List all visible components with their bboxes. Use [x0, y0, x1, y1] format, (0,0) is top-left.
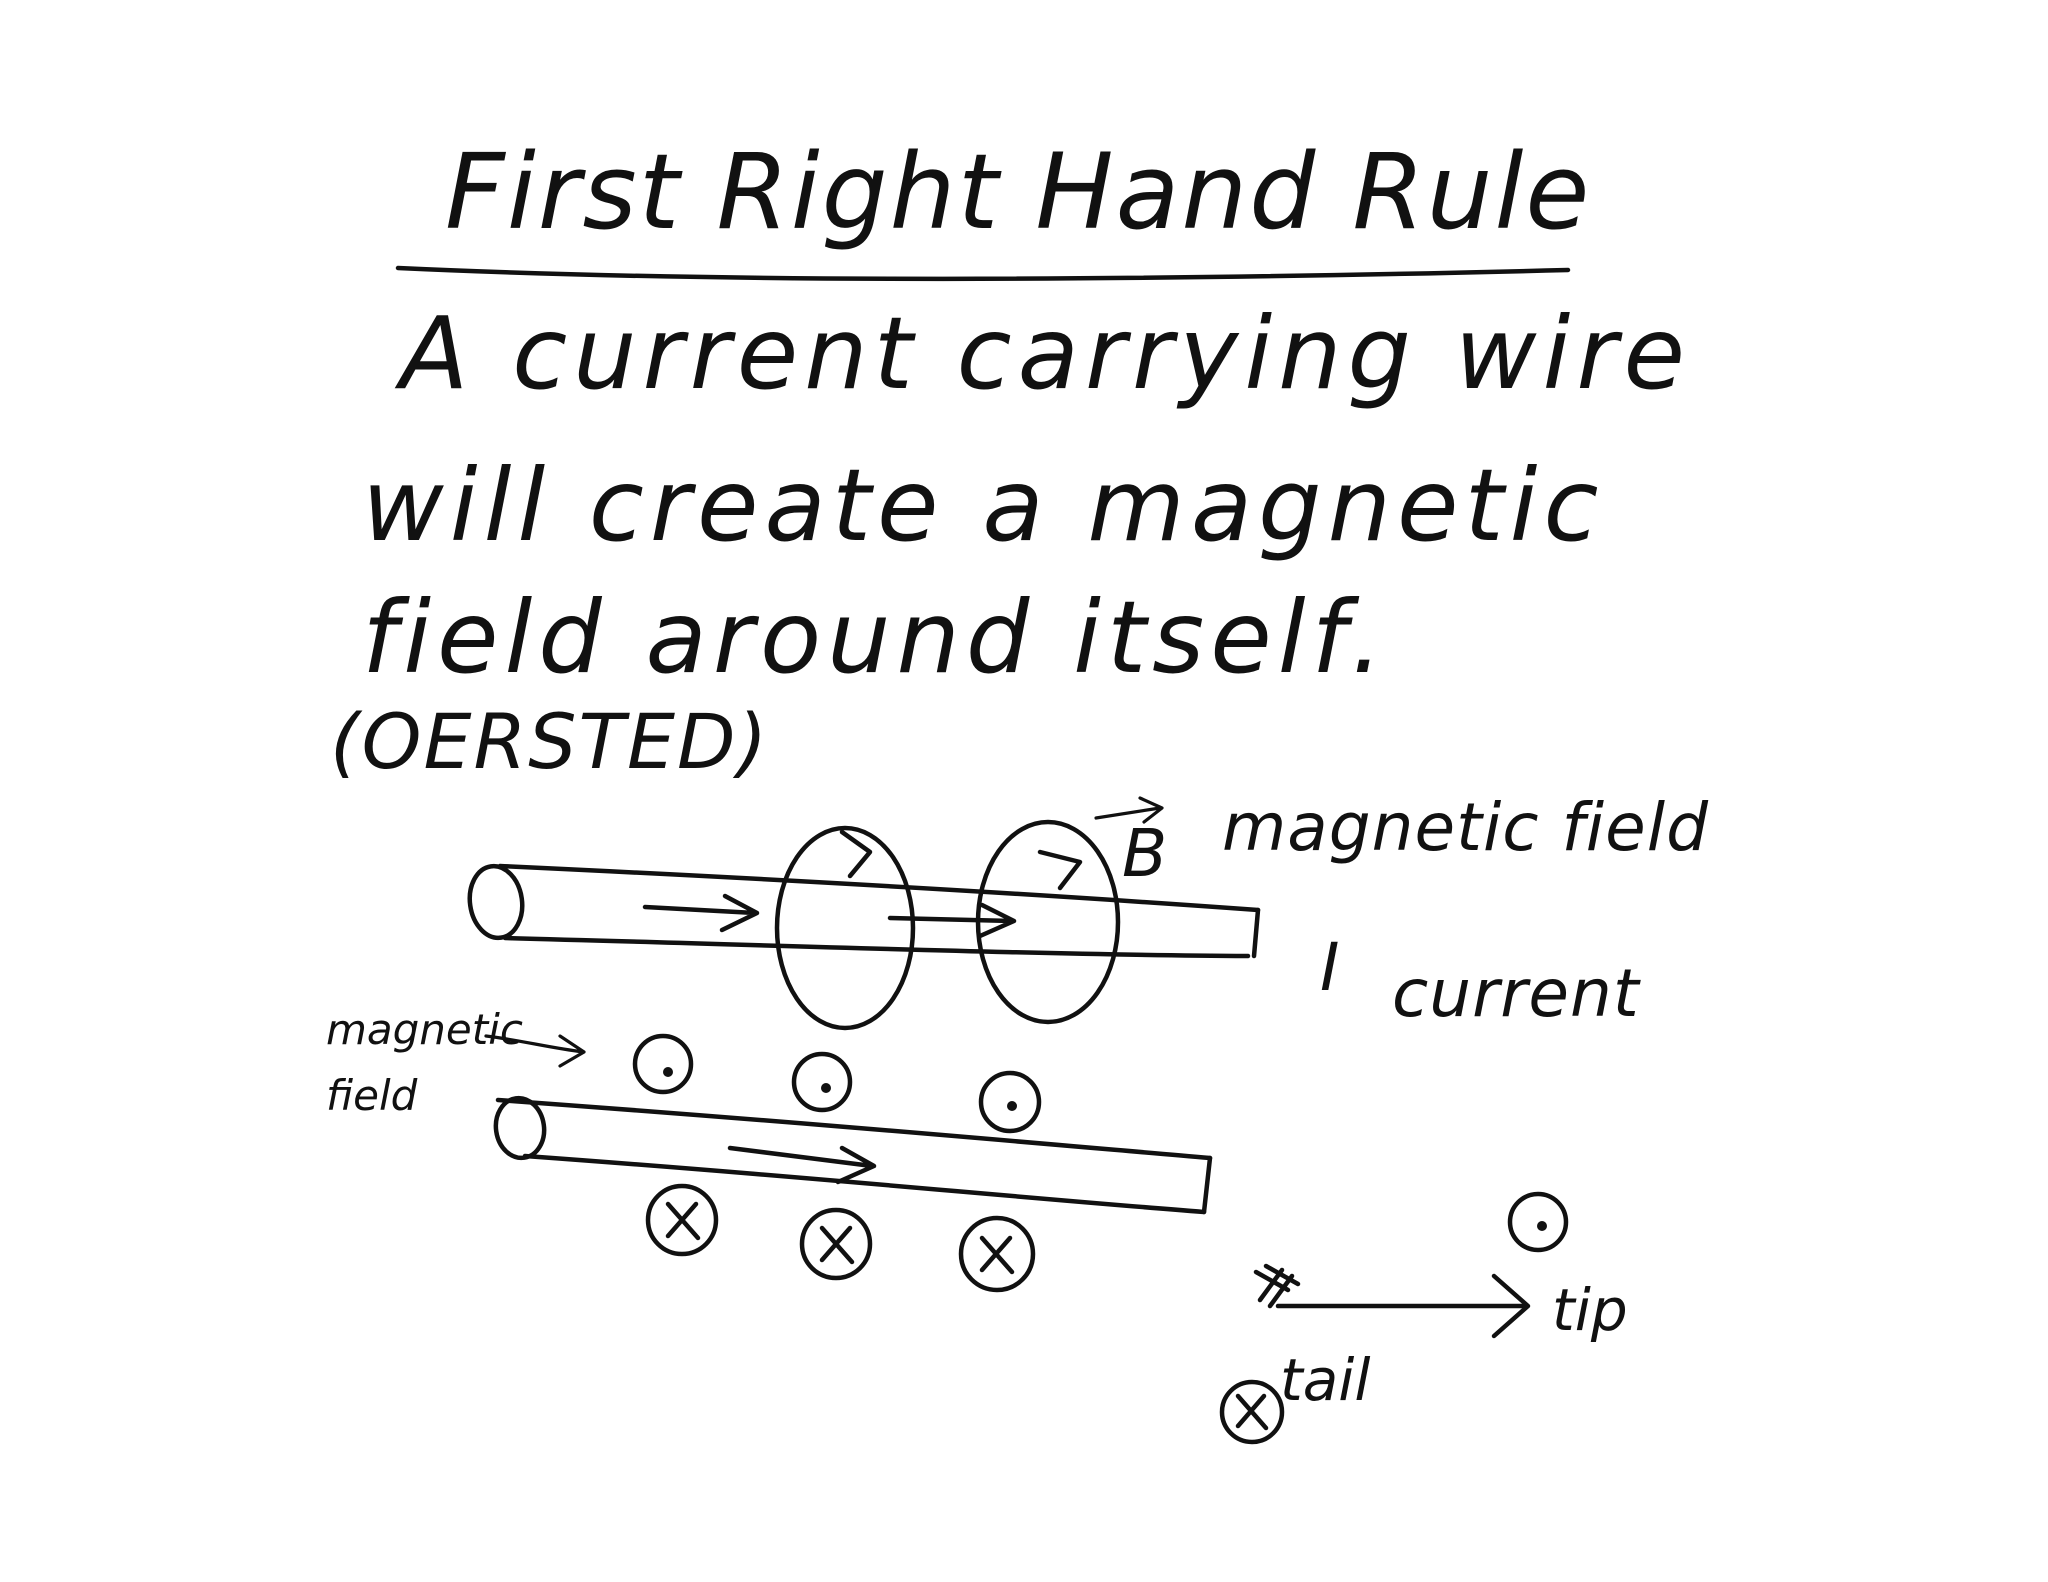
- legend-tip-dot: [1537, 1221, 1547, 1231]
- field-into-page-cross-3: [979, 1235, 1015, 1275]
- b-vector-arrow-icon: [1094, 796, 1164, 824]
- current-label: current: [1392, 955, 1641, 1032]
- bottom-wire-diagram: magnetic field: [326, 1005, 1213, 1293]
- top-wire-far-end: [1251, 907, 1261, 959]
- field-into-page-icon-1: [645, 1183, 719, 1257]
- field-symbol-b: B: [1122, 815, 1168, 892]
- bottom-wire-upper-edge: [495, 1097, 1213, 1161]
- field-out-of-page-icon-1: [632, 1033, 694, 1095]
- description-line-1: A current carrying wire: [394, 295, 1691, 412]
- field-into-page-icon-3: [958, 1215, 1036, 1293]
- description-line-3: field around itself.: [362, 579, 1389, 696]
- current-symbol-i: I: [1320, 929, 1340, 1006]
- side-label-field: field: [326, 1071, 418, 1120]
- field-out-of-page-dot-3: [1007, 1101, 1017, 1111]
- legend-tip-dot-icon: [1507, 1191, 1569, 1253]
- field-into-page-cross-2: [819, 1225, 855, 1265]
- legend-tail-label: tail: [1280, 1346, 1371, 1414]
- field-loop-2-arrow-icon: [1037, 849, 1083, 891]
- top-wire-end-cap: [467, 863, 525, 941]
- field-loop-2: [975, 819, 1121, 1025]
- field-into-page-icon-2: [799, 1207, 873, 1281]
- field-loop-1-arrow-icon: [839, 829, 873, 879]
- field-label: magnetic field: [1222, 789, 1709, 866]
- legend-arrow-head-icon: [1491, 1273, 1531, 1339]
- top-current-arrow-2: [887, 902, 1017, 939]
- arrow-legend: tip tail: [1219, 1191, 1628, 1445]
- bottom-wire-lower-edge: [522, 1153, 1207, 1215]
- legend-tip-label: tip: [1552, 1276, 1628, 1344]
- description-line-2: will create a magnetic: [362, 447, 1604, 564]
- field-out-of-page-dot-2: [821, 1083, 831, 1093]
- legend-tail-cross-icon: [1219, 1379, 1285, 1445]
- top-current-arrow-1: [642, 893, 760, 933]
- field-into-page-cross-1: [665, 1201, 701, 1241]
- title-underline: [395, 265, 1571, 282]
- field-out-of-page-icon-2: [791, 1051, 853, 1113]
- side-label-magnetic: magnetic: [326, 1005, 523, 1054]
- field-out-of-page-icon-3: [978, 1070, 1042, 1134]
- bottom-wire-far-end: [1201, 1155, 1213, 1215]
- side-label-pointer-arrow-icon: [484, 1034, 586, 1068]
- top-wire-diagram: B magnetic field I current: [467, 789, 1709, 1032]
- field-loop-1: [774, 825, 916, 1031]
- top-wire-lower-edge: [502, 935, 1251, 959]
- attribution-oersted: (OERSTED): [330, 697, 769, 786]
- top-wire-upper-edge: [497, 863, 1261, 913]
- bottom-current-arrow: [727, 1145, 877, 1185]
- legend-arrow-tail-feathers-icon: [1253, 1263, 1301, 1309]
- field-out-of-page-dot-1: [663, 1067, 673, 1077]
- legend-tail-cross: [1235, 1393, 1269, 1431]
- note-title: First Right Hand Rule: [445, 131, 1591, 253]
